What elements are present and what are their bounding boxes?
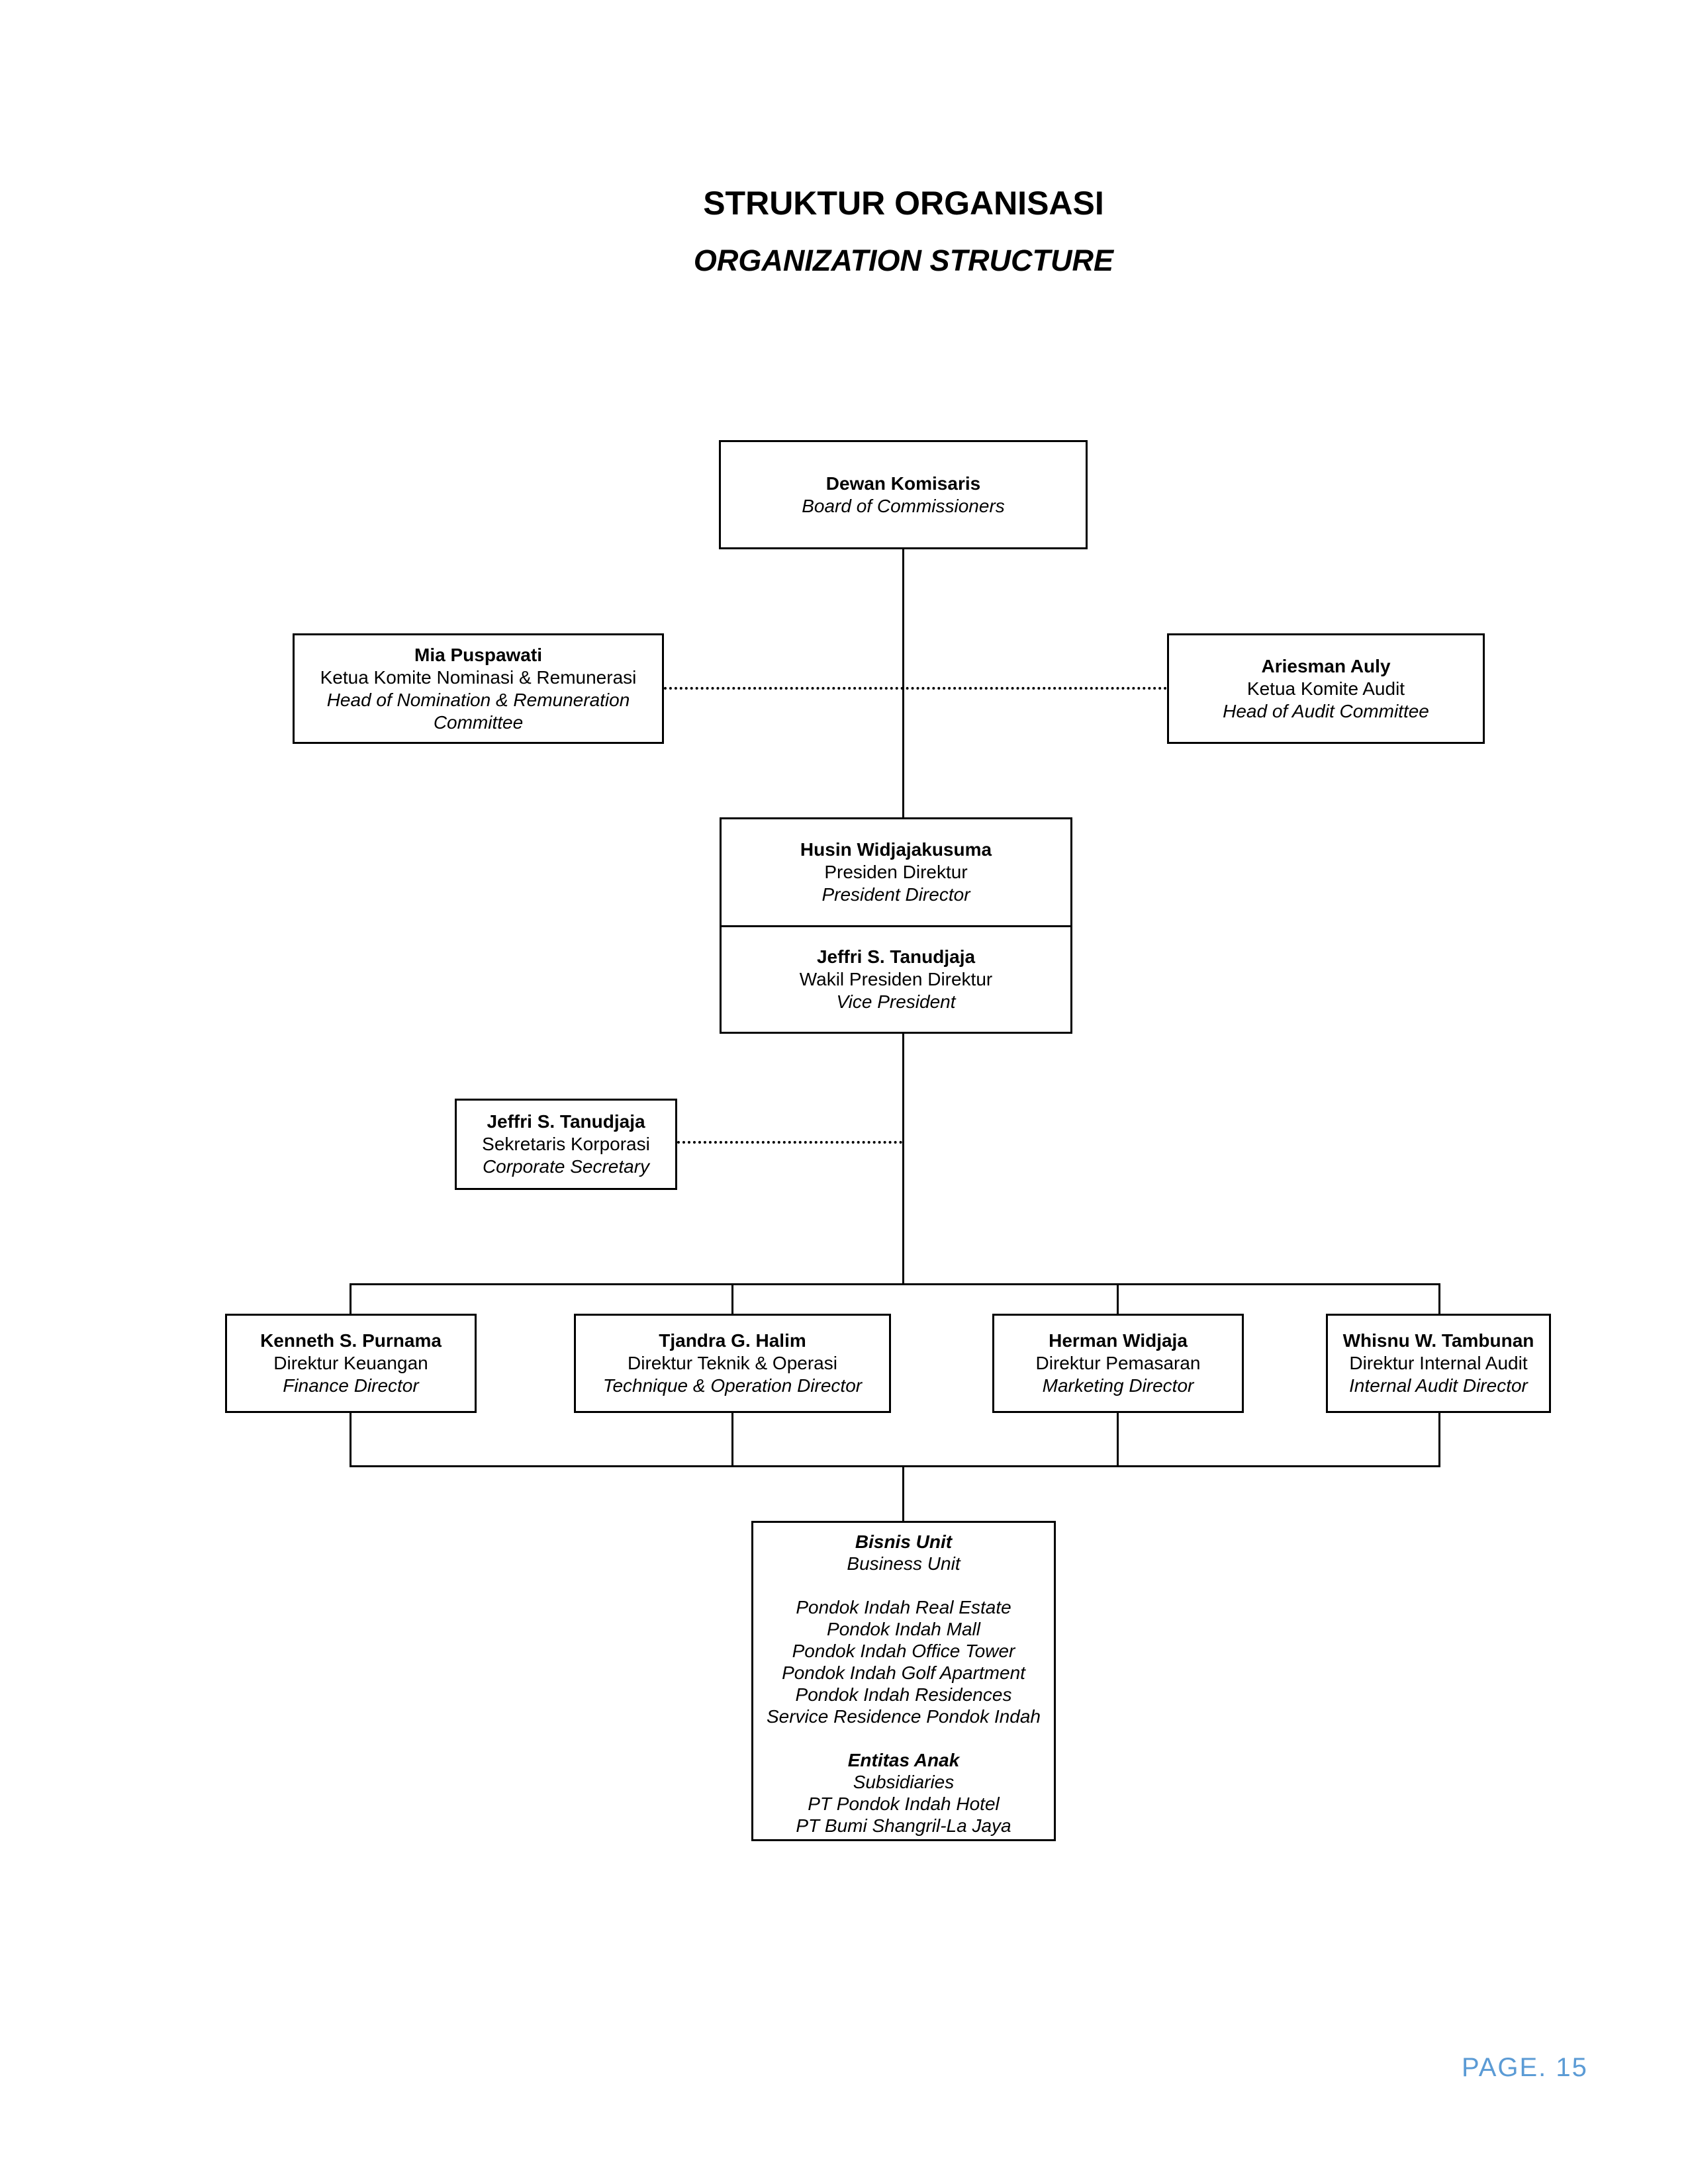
business-unit-item: Pondok Indah Mall	[827, 1619, 980, 1639]
connector-board-to-president	[902, 549, 904, 819]
role-indonesian: Wakil Presiden Direktur	[799, 969, 993, 989]
connector-stub-top-marketing	[1117, 1283, 1119, 1314]
node-nomination-remuneration-committee: Mia Puspawati Ketua Komite Nominasi & Re…	[293, 633, 664, 744]
node-board-of-commissioners: Dewan Komisaris Board of Commissioners	[719, 440, 1088, 549]
subsidiary-item: PT Bumi Shangril-La Jaya	[796, 1815, 1011, 1836]
connector-stub-bottom-internal-audit	[1438, 1413, 1440, 1467]
person-name: Mia Puspawati	[414, 644, 542, 665]
node-vice-president: Jeffri S. Tanudjaja Wakil Presiden Direk…	[720, 925, 1072, 1034]
connector-stub-bottom-marketing	[1117, 1413, 1119, 1467]
connector-stub-bottom-finance	[350, 1413, 352, 1467]
node-business-unit: Bisnis Unit Business Unit Pondok Indah R…	[751, 1521, 1056, 1841]
role-indonesian: Sekretaris Korporasi	[482, 1134, 650, 1154]
business-unit-heading-english: Business Unit	[847, 1553, 961, 1574]
business-unit-item: Pondok Indah Office Tower	[792, 1641, 1015, 1661]
person-name: Kenneth S. Purnama	[260, 1330, 442, 1351]
connector-stub-top-internal-audit	[1438, 1283, 1440, 1314]
node-marketing-director: Herman Widjaja Direktur Pemasaran Market…	[992, 1314, 1244, 1413]
business-unit-item: Pondok Indah Residences	[795, 1684, 1012, 1705]
connector-to-business-unit	[902, 1465, 904, 1521]
person-name: Ariesman Auly	[1261, 655, 1391, 676]
page-title-indonesian: STRUKTUR ORGANISASI	[703, 185, 1104, 222]
connector-dotted-secretary	[677, 1141, 902, 1144]
role-english: Technique & Operation Director	[602, 1375, 863, 1396]
connector-dotted-committees	[664, 687, 1167, 690]
connector-directors-top-bus	[351, 1283, 1440, 1285]
node-president-director: Husin Widjajakusuma Presiden Direktur Pr…	[720, 817, 1072, 927]
subsidiary-item: PT Pondok Indah Hotel	[808, 1794, 1000, 1814]
role-english: Corporate Secretary	[482, 1156, 650, 1177]
spacer	[753, 1727, 1054, 1749]
connector-stub-bottom-technique	[731, 1413, 733, 1467]
person-name: Whisnu W. Tambunan	[1342, 1330, 1534, 1351]
role-english: Head of Audit Committee	[1223, 700, 1429, 721]
node-audit-committee: Ariesman Auly Ketua Komite Audit Head of…	[1167, 633, 1485, 744]
node-technique-operation-director: Tjandra G. Halim Direktur Teknik & Opera…	[574, 1314, 891, 1413]
role-indonesian: Presiden Direktur	[824, 862, 968, 882]
role-english: Marketing Director	[1042, 1375, 1194, 1396]
role-english: President Director	[821, 884, 970, 905]
role-english: Vice President	[836, 991, 956, 1012]
spacer	[753, 1574, 1054, 1596]
role-english: Internal Audit Director	[1349, 1375, 1528, 1396]
subsidiaries-heading-indonesian: Entitas Anak	[847, 1750, 960, 1770]
subsidiaries-heading-english: Subsidiaries	[853, 1772, 955, 1792]
role-indonesian: Ketua Komite Nominasi & Remunerasi	[320, 666, 637, 688]
person-name: Jeffri S. Tanudjaja	[816, 946, 976, 967]
role-english: Finance Director	[283, 1375, 419, 1396]
business-unit-heading-indonesian: Bisnis Unit	[855, 1531, 953, 1552]
role-english: Board of Commissioners	[802, 495, 1005, 516]
node-corporate-secretary: Jeffri S. Tanudjaja Sekretaris Korporasi…	[455, 1099, 677, 1190]
node-internal-audit-director: Whisnu W. Tambunan Direktur Internal Aud…	[1326, 1314, 1551, 1413]
role-indonesian: Direktur Keuangan	[273, 1353, 428, 1373]
person-name: Jeffri S. Tanudjaja	[487, 1111, 645, 1132]
role-indonesian: Direktur Internal Audit	[1349, 1353, 1528, 1373]
person-name: Tjandra G. Halim	[659, 1330, 806, 1351]
person-name: Herman Widjaja	[1049, 1330, 1188, 1351]
person-name: Husin Widjajakusuma	[800, 839, 992, 860]
role-indonesian: Direktur Teknik & Operasi	[628, 1353, 837, 1373]
connector-stub-top-technique	[731, 1283, 733, 1314]
business-unit-item: Pondok Indah Real Estate	[796, 1597, 1011, 1617]
role-indonesian: Ketua Komite Audit	[1246, 678, 1405, 699]
node-finance-director: Kenneth S. Purnama Direktur Keuangan Fin…	[225, 1314, 477, 1413]
role-indonesian: Direktur Pemasaran	[1035, 1353, 1201, 1373]
connector-vp-to-directors-bus	[902, 1032, 904, 1285]
business-unit-item: Service Residence Pondok Indah	[766, 1706, 1041, 1727]
page-number-label: PAGE. 15	[1462, 2053, 1588, 2082]
role-english: Head of Nomination & Remuneration Commit…	[326, 689, 630, 733]
person-name: Dewan Komisaris	[825, 473, 981, 494]
business-unit-item: Pondok Indah Golf Apartment	[782, 1662, 1025, 1683]
connector-directors-bottom-bus	[350, 1465, 1440, 1467]
connector-stub-top-finance	[350, 1283, 352, 1314]
page-title-english: ORGANIZATION STRUCTURE	[693, 244, 1114, 277]
